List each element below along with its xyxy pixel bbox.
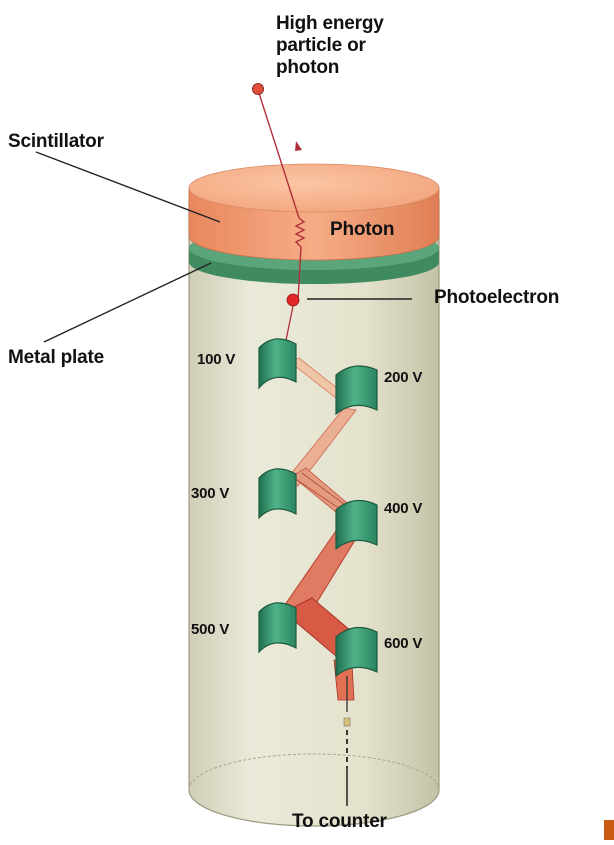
photoelectron-dot: [287, 294, 299, 306]
particle-label-line-1: High energy: [276, 14, 384, 34]
dynode-1-voltage: 100 V: [197, 352, 235, 368]
to-counter-label: To counter: [292, 812, 387, 832]
scintillator-label: Scintillator: [8, 132, 104, 152]
dynode-4-voltage: 400 V: [384, 501, 422, 517]
dynode-2-voltage: 200 V: [384, 370, 422, 386]
dynode-3-voltage: 300 V: [191, 486, 229, 502]
particle-label-line-3: photon: [276, 58, 339, 78]
scintillator-disc: [189, 164, 439, 260]
particle-label-line-2: particle or: [276, 36, 366, 56]
dynode-5-voltage: 500 V: [191, 622, 229, 638]
photon-label: Photon: [330, 220, 394, 240]
metal-plate-label: Metal plate: [8, 348, 104, 368]
photoelectron-label: Photoelectron: [434, 288, 559, 308]
incoming-particle: [253, 84, 264, 95]
corner-mark: [604, 820, 614, 840]
dynode-6-voltage: 600 V: [384, 636, 422, 652]
